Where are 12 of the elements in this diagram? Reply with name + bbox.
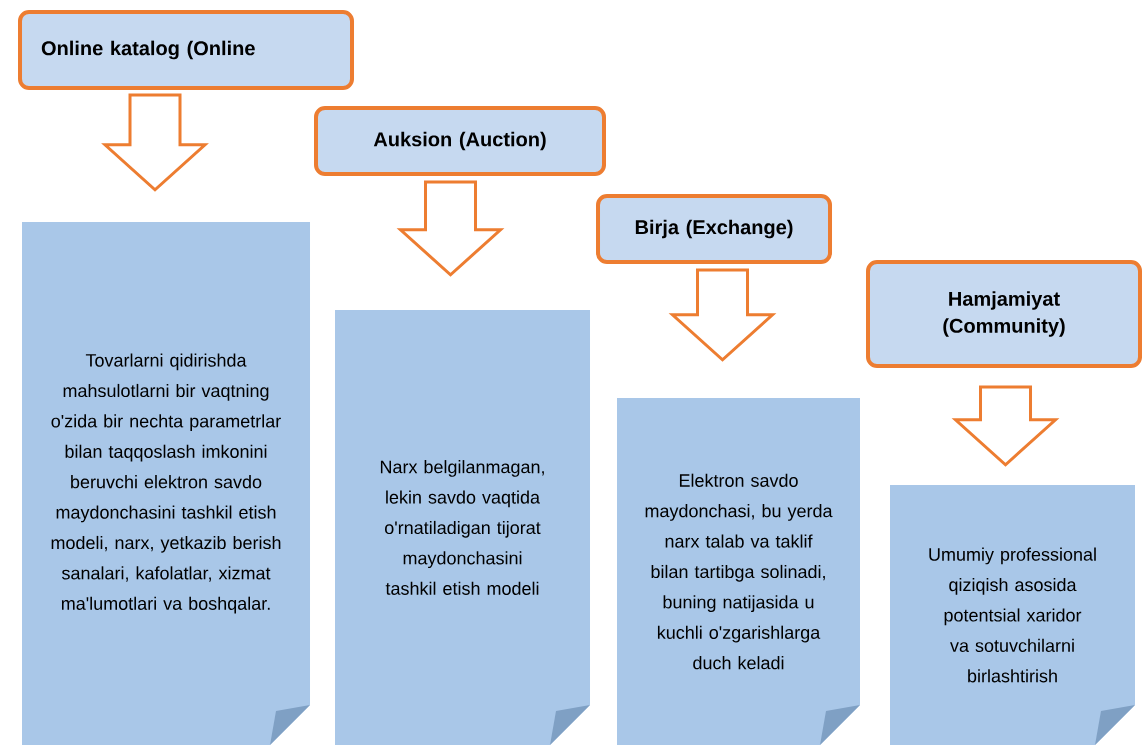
heading-box: Online katalog (Online <box>18 10 354 90</box>
note-card: Umumiy professional qiziqish asosida potentsial xaridor va sotuvchilarni birlashtirish <box>890 485 1135 745</box>
heading-box: Auksion (Auction) <box>314 106 606 176</box>
block-arrow <box>101 93 209 192</box>
heading-box: Hamjamiyat (Community) <box>866 260 1142 368</box>
note-card: Tovarlarni qidirishda mahsulotlarni bir vaqtning o'zida bir nechta parametrlar bilan taqqoslash imkonini beruvchi elektron savdo maydonchasini tashkil etish modeli, narx, yetkazib berish sanalari, kafolatlar, xizmat ma'lumotlari va boshqalar. <box>22 222 310 745</box>
block-arrow <box>668 268 777 362</box>
block-arrow <box>951 385 1060 467</box>
note-card: Elektron savdo maydonchasi, bu yerda narx talab va taklif bilan tartibga solinadi, buning natijasida u kuchli o'zgarishlarga duch keladi <box>617 398 860 745</box>
heading-box: Birja (Exchange) <box>596 194 832 264</box>
block-arrow <box>396 180 505 277</box>
note-card: Narx belgilanmagan, lekin savdo vaqtida o'rnatiladigan tijorat maydonchasini tashkil etish modeli <box>335 310 590 745</box>
